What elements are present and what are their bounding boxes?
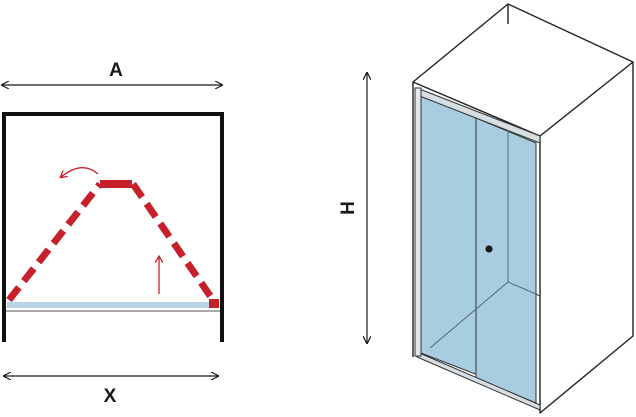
dimension-x-label: X [104,386,117,407]
fixed-glass-panel [420,94,484,378]
door-hinge-point [209,299,219,308]
plan-wall [2,112,224,342]
door-swing-left [6,181,103,303]
glass-door [414,87,541,411]
perspective-view: H [338,3,634,414]
swing-direction-arrow [61,167,99,177]
glass-panel-plan [7,302,212,308]
dimension-h-label: H [338,201,359,215]
wall-profile [414,87,422,357]
dimension-a-label: A [109,60,123,81]
door-swing-right [130,182,216,302]
sliding-glass-panel [475,117,537,404]
door-panel-open [100,180,132,188]
plan-view: A X [2,60,224,407]
door-handle [485,245,493,253]
enclosure-walls [412,3,634,414]
